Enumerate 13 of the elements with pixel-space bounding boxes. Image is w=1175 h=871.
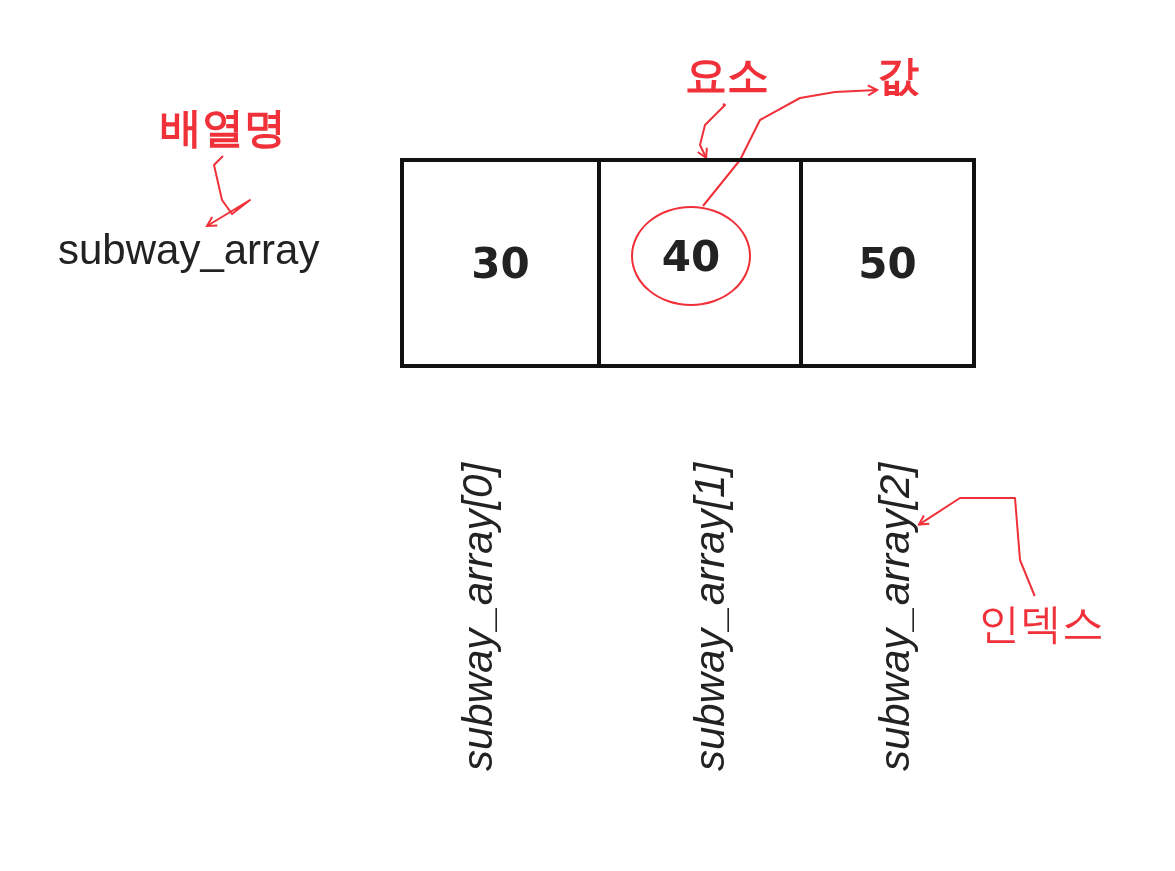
arrow xyxy=(918,497,1036,597)
index-label: subway_array[1] xyxy=(686,462,734,772)
index-label: subway_array[0] xyxy=(454,462,502,772)
arrow xyxy=(702,84,878,207)
label-text: 배열명 xyxy=(160,100,286,156)
array-name: subway_array xyxy=(58,226,320,274)
label-text: 요소 xyxy=(685,48,769,104)
index-label: subway_array[2] xyxy=(871,462,919,772)
arrow xyxy=(206,155,251,227)
label-text: 인덱스 xyxy=(978,596,1104,652)
arrow xyxy=(696,103,726,159)
label-text: 값 xyxy=(877,48,919,104)
highlight-circle: 40 xyxy=(631,206,751,306)
